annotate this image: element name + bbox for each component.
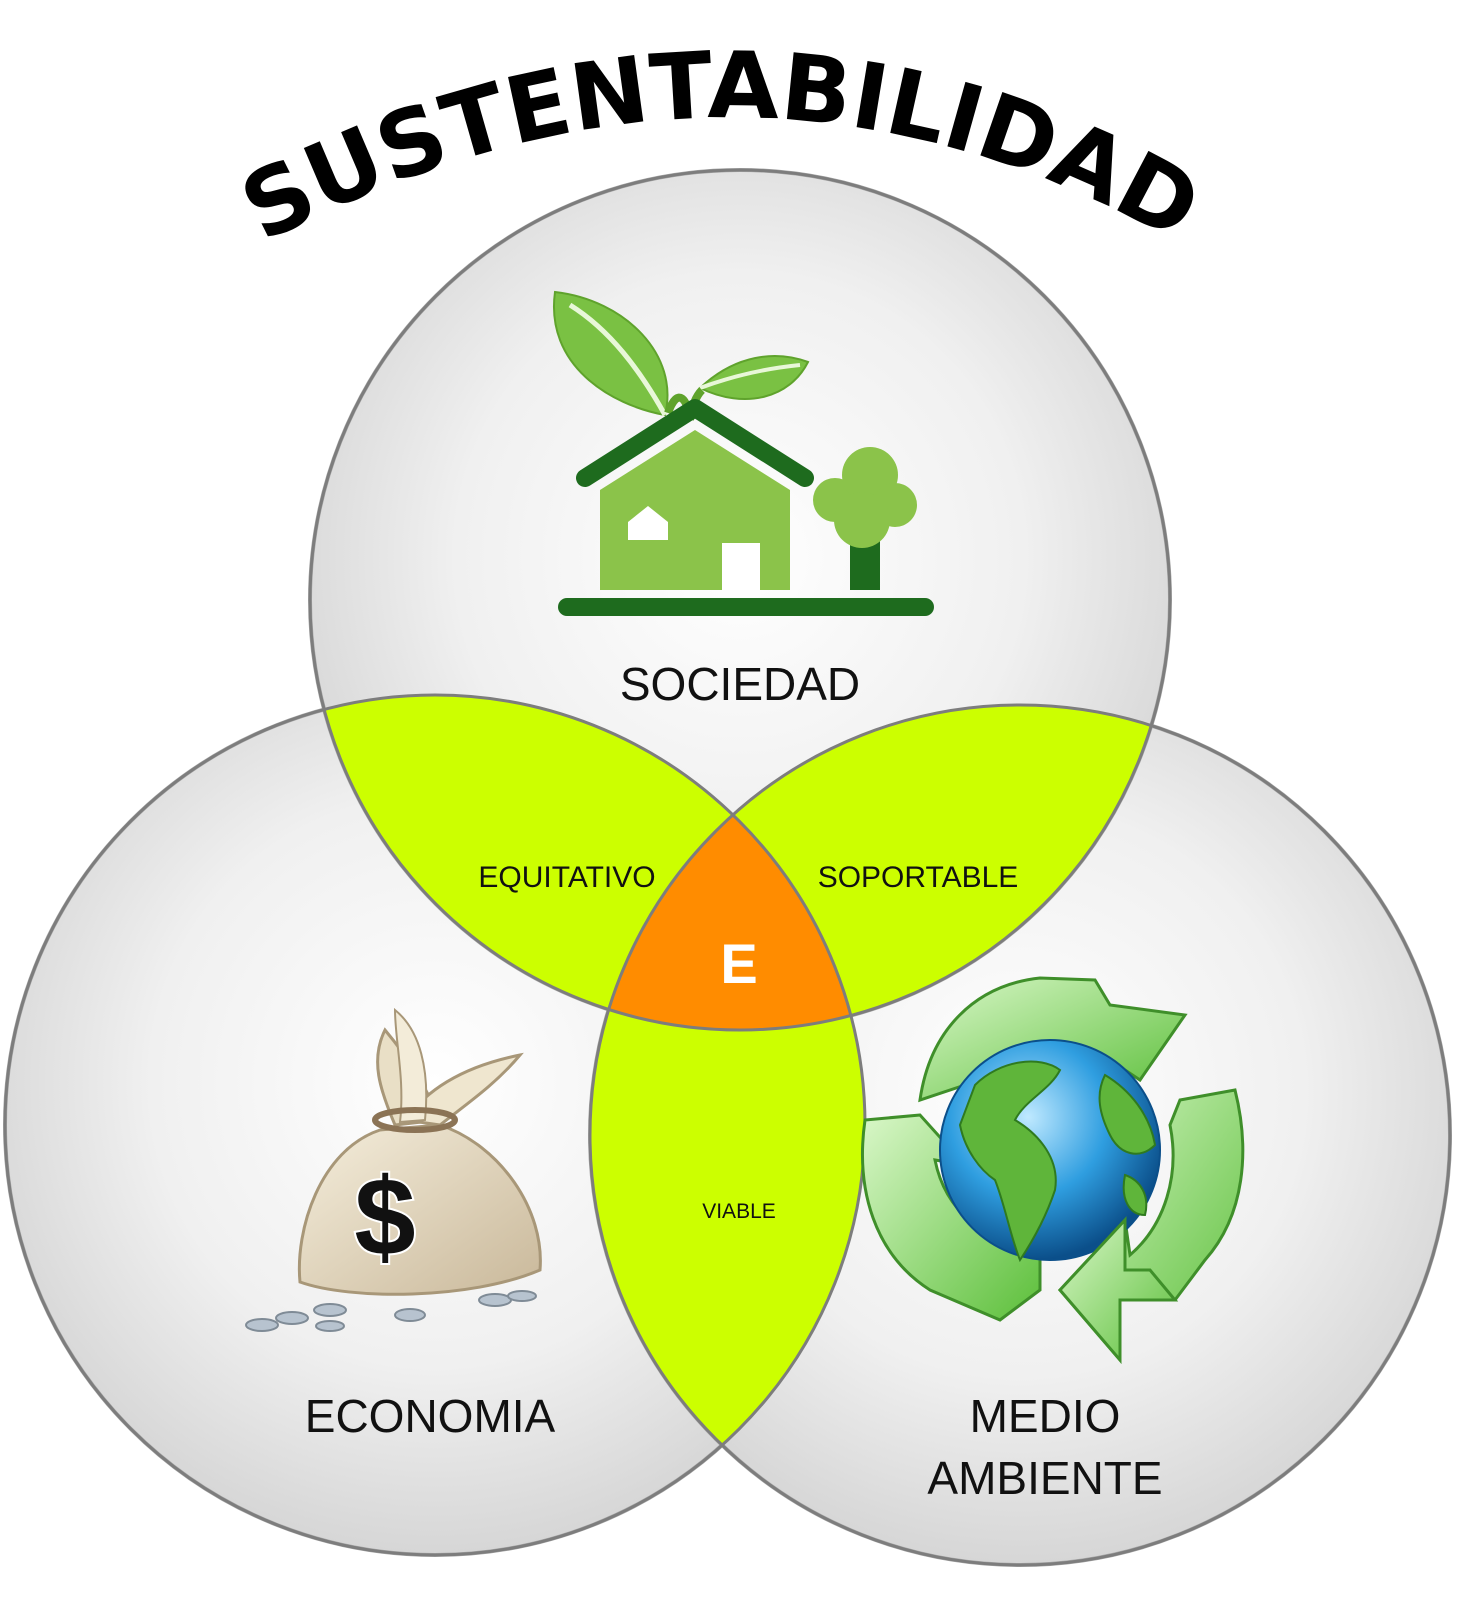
dollar-sign: $ [354,1156,415,1279]
center-intersection [590,705,865,1030]
equitativo-lens [310,695,865,1030]
soportable-label: SOPORTABLE [818,861,1019,894]
recycle-globe-icon [861,976,1245,1365]
medio-label: MEDIO [970,1390,1121,1442]
ambiente-label: AMBIENTE [927,1452,1162,1504]
economia-label: ECONOMIA [305,1390,556,1442]
equitativo-label: EQUITATIVO [478,861,655,894]
center-e-label: E [720,932,757,995]
money-bag-icon: $ [245,1007,542,1332]
viable-label: VIABLE [702,1200,776,1223]
eco-house-icon [552,290,934,616]
sociedad-label: SOCIEDAD [620,658,860,710]
